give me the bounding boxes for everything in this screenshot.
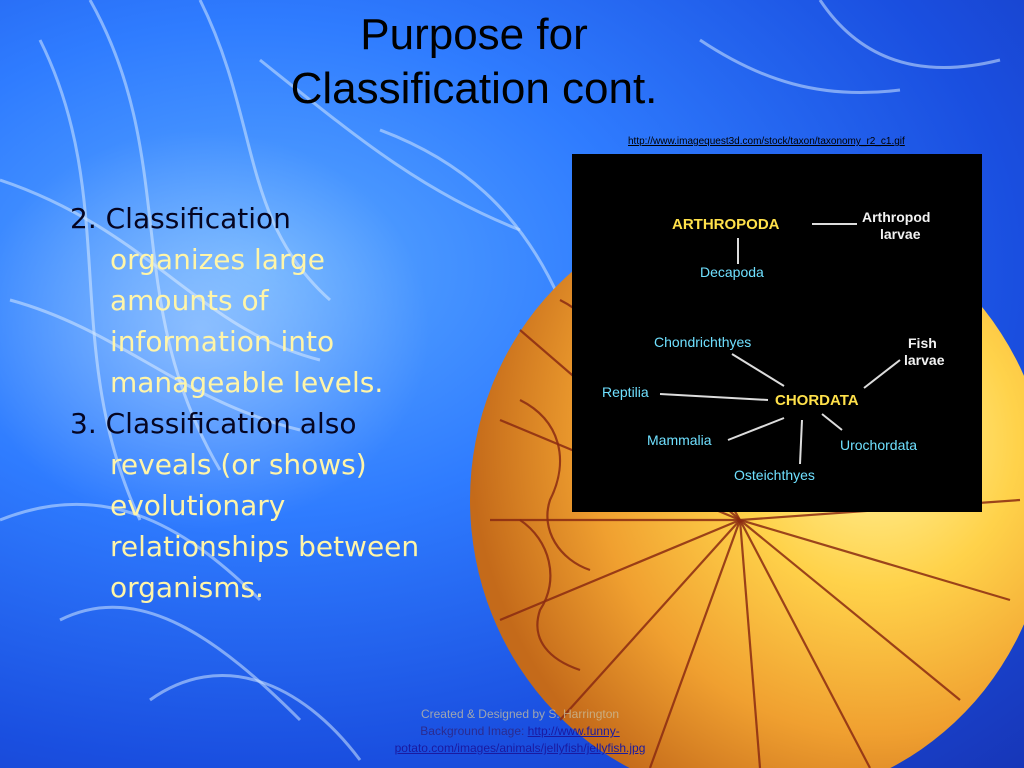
arthropod-larvae-label-2: larvae [880, 226, 921, 242]
mammalia-label: Mammalia [647, 432, 712, 448]
credits-background-line: Background Image: http://www.funny- [330, 723, 710, 740]
credits-background-link[interactable]: http://www.funny- [527, 724, 620, 738]
bullet-item-2: 2. Classification organizes large amount… [70, 198, 510, 403]
bullet-line: organizes large [110, 243, 325, 276]
bullet-line: information into [110, 325, 335, 358]
title-line-2: Classification cont. [290, 64, 658, 113]
bullet-line: evolutionary [110, 489, 286, 522]
urochordata-label: Urochordata [840, 437, 917, 453]
bullet-line: Classification [105, 202, 291, 235]
chondrichthyes-label: Chondrichthyes [654, 334, 751, 350]
arthropod-larvae-label-1: Arthropod [862, 209, 930, 225]
bullet-line: relationships between [110, 530, 420, 563]
chordata-label: CHORDATA [775, 392, 859, 409]
connector-line [659, 393, 769, 401]
osteichthyes-label: Osteichthyes [734, 467, 815, 483]
connector-line [799, 419, 803, 465]
taxonomy-diagram-graphic: ARTHROPODA Arthropod larvae Decapoda Cho… [602, 209, 945, 483]
bullet-list: 2. Classification organizes large amount… [70, 198, 510, 608]
fish-larvae-label-2: larvae [904, 352, 945, 368]
arthropoda-label: ARTHROPODA [672, 216, 780, 233]
credits-background-line-2: potato.com/images/animals/jellyfish/jell… [330, 740, 710, 757]
image-source-link[interactable]: http://www.imagequest3d.com/stock/taxon/… [628, 136, 905, 147]
taxonomy-diagram: ARTHROPODA Arthropod larvae Decapoda Cho… [572, 154, 982, 512]
bullet-number: 2. [70, 202, 97, 235]
slide-credits: Created & Designed by S. Harrington Back… [330, 706, 710, 757]
connector-line [727, 417, 785, 441]
bullet-line: Classification also [105, 407, 357, 440]
credits-background-prefix: Background Image: [420, 724, 528, 738]
decapoda-label: Decapoda [700, 264, 764, 280]
slide-title: Purpose for Classification cont. [200, 8, 748, 116]
bullet-line: organisms. [110, 571, 264, 604]
fish-larvae-label-1: Fish [908, 335, 937, 351]
connector-line [731, 353, 785, 387]
bullet-item-3: 3. Classification also reveals (or shows… [70, 403, 510, 608]
bullet-line: reveals (or shows) [110, 448, 367, 481]
credits-background-link-2[interactable]: potato.com/images/animals/jellyfish/jell… [394, 741, 646, 755]
bullet-line: manageable levels. [110, 366, 384, 399]
title-line-1: Purpose for [360, 10, 588, 59]
connector-line [863, 359, 901, 389]
connector-line [821, 413, 843, 431]
credits-author: Created & Designed by S. Harrington [420, 707, 620, 721]
bullet-number: 3. [70, 407, 97, 440]
bullet-line: amounts of [110, 284, 269, 317]
reptilia-label: Reptilia [602, 384, 649, 400]
